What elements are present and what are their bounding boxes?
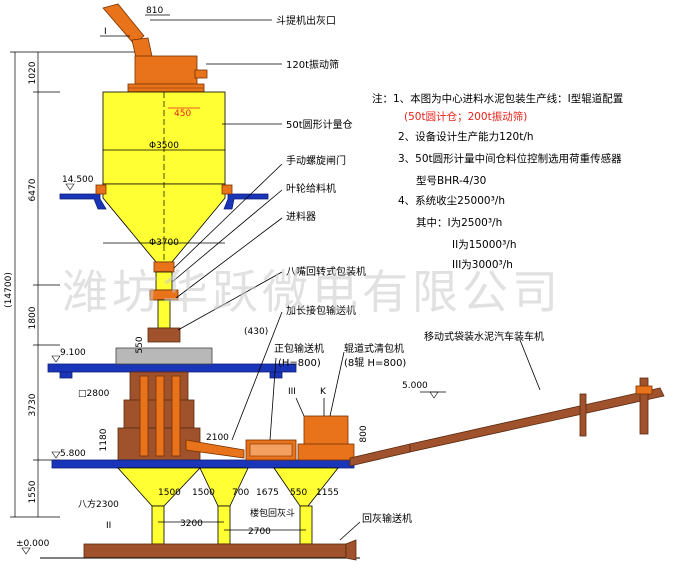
note-4b: II为15000³/h bbox=[452, 239, 517, 251]
elevation-14500: 14.500 bbox=[62, 175, 94, 185]
truck-loader: 5.000 bbox=[349, 377, 665, 467]
dim-3200: 3200 bbox=[180, 519, 203, 529]
bucket-elevator-outlet: 810 bbox=[102, 3, 170, 59]
octagon-label: 八方2300 bbox=[78, 498, 119, 510]
dim-700: 700 bbox=[232, 488, 249, 498]
label-cleaner: 辊道式清包机 bbox=[344, 342, 404, 355]
dim-3700: Φ3700 bbox=[149, 238, 179, 248]
dim-1800: 1800 bbox=[28, 306, 38, 329]
mark-K: K bbox=[320, 387, 327, 397]
dim-1675: 1675 bbox=[256, 488, 279, 498]
label-cleaner-h: (8辊 H=800) bbox=[344, 356, 406, 369]
label-bag-conveyor: 正包输送机 bbox=[274, 342, 324, 355]
watermark: 潍坊华跃微电有限公司 bbox=[62, 265, 562, 319]
dim-430: (430) bbox=[244, 327, 268, 337]
dim-3730: 3730 bbox=[28, 393, 38, 416]
gate-impeller-feeder bbox=[147, 261, 181, 343]
dim-550: 550 bbox=[135, 336, 145, 353]
left-dimension-chain: (14700) 1020 6470 1800 3730 1550 bbox=[4, 51, 140, 518]
dim-1155: 1155 bbox=[316, 488, 339, 498]
dim-450: 450 bbox=[174, 109, 191, 119]
dim-6470: 6470 bbox=[28, 178, 38, 201]
note-4: 4、系统收尘25000³/h bbox=[398, 194, 505, 207]
label-gate: 手动螺旋闸门 bbox=[286, 154, 346, 167]
dim-14700: (14700) bbox=[4, 272, 14, 308]
dim-800: 800 bbox=[359, 425, 369, 442]
dim-1550: 1550 bbox=[28, 480, 38, 503]
return-hoppers: 1500 1500 700 1675 550 1155 3200 2700 八方… bbox=[78, 467, 339, 545]
dim-1180: 1180 bbox=[99, 428, 109, 451]
floor-14500: 14.500 bbox=[59, 175, 269, 210]
component-labels: 斗提机出灰口 120t振动筛 50t圆形计量仓 手动螺旋闸门 叶轮给料机 进料器… bbox=[150, 14, 544, 541]
note-4a: 其中：I为2500³/h bbox=[416, 216, 502, 229]
dim-1500b: 1500 bbox=[192, 488, 215, 498]
label-screen: 120t振动筛 bbox=[286, 58, 339, 71]
note-1-red: (50t圆计仓；200t振动筛) bbox=[404, 110, 527, 123]
dim-2100: 2100 bbox=[206, 433, 229, 443]
dim-3500: Φ3500 bbox=[149, 141, 179, 151]
label-packer: 八嘴回转式包装机 bbox=[286, 265, 366, 278]
label-bin: 50t圆形计量仓 bbox=[286, 118, 353, 131]
dim-2800: □2800 bbox=[78, 389, 110, 399]
label-long-conveyor: 加长接包输送机 bbox=[286, 304, 356, 317]
dim-1020: 1020 bbox=[28, 61, 38, 84]
notes-block: 注：1、本图为中心进料水泥包装生产线：I型辊道配置 (50t圆计仓；200t振动… bbox=[372, 92, 623, 271]
label-truck-loader: 移动式袋装水泥汽车装车机 bbox=[424, 330, 544, 343]
label-feeder: 进料器 bbox=[286, 210, 316, 223]
return-hopper-label: 楼包回灰斗 bbox=[250, 507, 295, 519]
rotary-packer: □2800 1180 bbox=[78, 371, 201, 461]
weighing-bin: Φ3500 Φ3700 450 bbox=[102, 91, 226, 285]
ground-level: ±0.000 bbox=[16, 539, 360, 561]
elevation-5000: 5.000 bbox=[402, 381, 428, 391]
note-4c: III为3000³/h bbox=[452, 259, 513, 271]
mark-III: III bbox=[288, 387, 296, 397]
label-impeller: 叶轮给料机 bbox=[286, 182, 336, 195]
label-return-conveyor: 回灰输送机 bbox=[362, 512, 412, 525]
vibrating-screen bbox=[127, 55, 208, 93]
note-3: 3、50t圆形计量中间仓料位控制选用荷重传感器 bbox=[398, 152, 622, 165]
label-bag-conveyor-h: (H=800) bbox=[278, 358, 321, 369]
note-1: 注：1、本图为中心进料水泥包装生产线：I型辊道配置 bbox=[372, 92, 623, 105]
bag-cleaner: III K 800 bbox=[288, 387, 369, 461]
note-3b: 型号BHR-4/30 bbox=[416, 174, 486, 187]
bag-conveyor bbox=[245, 439, 297, 461]
elevation-0: ±0.000 bbox=[16, 539, 50, 549]
long-conveyor: 2100 bbox=[185, 433, 245, 459]
elevation-9100: 9.100 bbox=[60, 348, 86, 358]
dim-810: 810 bbox=[146, 6, 163, 16]
dim-550b: 550 bbox=[290, 488, 307, 498]
mark-II: II bbox=[106, 521, 111, 531]
label-bucket-outlet: 斗提机出灰口 bbox=[276, 14, 336, 27]
elevation-5800: 5.800 bbox=[60, 449, 86, 459]
dim-2700: 2700 bbox=[248, 527, 271, 537]
dim-1500a: 1500 bbox=[158, 488, 181, 498]
note-2: 2、设备设计生产能力120t/h bbox=[398, 130, 534, 143]
mark-I: I bbox=[104, 27, 107, 37]
